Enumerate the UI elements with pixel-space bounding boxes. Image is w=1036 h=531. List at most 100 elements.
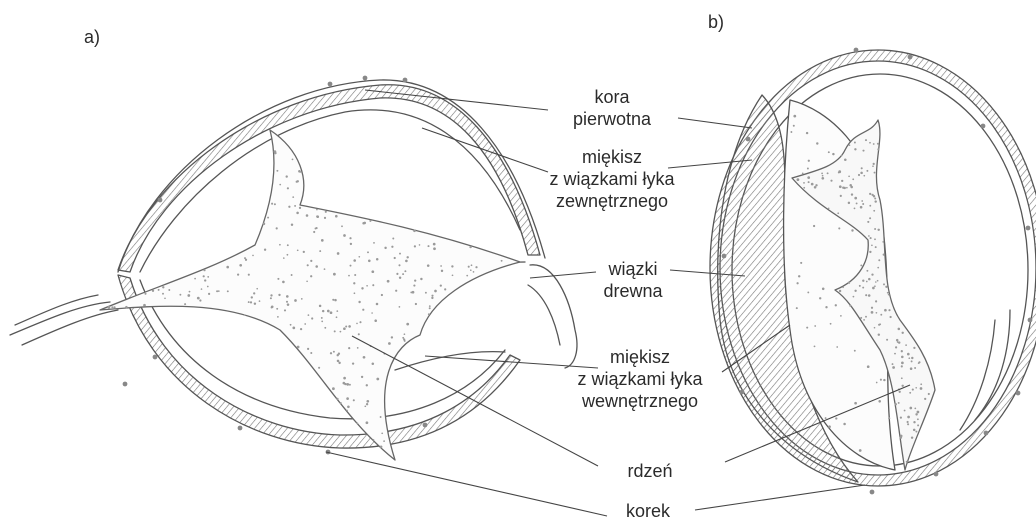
- leader-kora-a: [365, 90, 548, 110]
- pith-dot: [361, 376, 363, 378]
- pith-dot: [917, 411, 920, 414]
- tail-a-1: [10, 302, 110, 335]
- pith-dot: [404, 270, 406, 272]
- pith-dot: [905, 344, 907, 346]
- leader-wiazki-a: [530, 272, 596, 278]
- surface-bump: [722, 254, 727, 259]
- pith-dot: [313, 231, 315, 233]
- pith-dot: [863, 175, 865, 177]
- pith-dot: [363, 356, 366, 359]
- pith-dot: [816, 142, 818, 144]
- surface-bump: [934, 472, 939, 477]
- pith-dot: [321, 239, 324, 242]
- pith-dot: [861, 167, 863, 169]
- pith-dot: [880, 314, 882, 316]
- pith-dot: [877, 267, 879, 269]
- pith-dot: [861, 200, 863, 202]
- pith-dot: [888, 294, 890, 296]
- pith-dot: [819, 297, 821, 299]
- pith-dot: [869, 193, 871, 195]
- pith-dot: [876, 382, 878, 384]
- pith-dot: [256, 288, 258, 290]
- pith-dot: [350, 265, 352, 267]
- leader-kora-b: [678, 118, 752, 128]
- pith-dot: [800, 262, 802, 264]
- pith-dot: [841, 180, 843, 182]
- surface-bump: [746, 137, 751, 142]
- pith-dot: [790, 131, 792, 133]
- pith-dot: [283, 257, 285, 259]
- pith-dot: [278, 294, 280, 296]
- pith-dot: [848, 282, 850, 284]
- pith-dot: [364, 405, 366, 407]
- pith-dot: [373, 439, 375, 441]
- pith-dot: [807, 168, 809, 170]
- pith-dot: [371, 270, 374, 273]
- pith-dot: [798, 275, 800, 277]
- pith-dot: [851, 229, 853, 231]
- pith-dot: [854, 402, 857, 405]
- pith-dot: [899, 391, 901, 393]
- pith-dot: [301, 298, 303, 300]
- pith-dot: [844, 158, 847, 161]
- pith-dot: [296, 212, 299, 215]
- pith-dot: [271, 203, 273, 205]
- pith-dot: [216, 290, 218, 292]
- pith-dot: [848, 175, 850, 177]
- pith-dot: [910, 367, 913, 370]
- pith-dot: [358, 301, 360, 303]
- pith-dot: [187, 294, 190, 297]
- pith-dot: [354, 292, 356, 294]
- pith-dot: [179, 294, 181, 296]
- pith-dot: [381, 432, 383, 434]
- pith-dot: [399, 277, 401, 279]
- pith-dot: [308, 314, 310, 316]
- pith-dot: [874, 327, 876, 329]
- pith-dot: [802, 173, 804, 175]
- pith-dot: [398, 264, 400, 266]
- panel-label-a: a): [84, 27, 100, 48]
- pith-dot: [359, 321, 361, 323]
- pith-dot: [431, 295, 433, 297]
- pith-dot: [319, 250, 321, 252]
- pith-dot: [434, 290, 437, 293]
- pith-dot: [875, 246, 877, 248]
- pith-dot: [343, 327, 346, 330]
- pith-dot: [853, 296, 855, 298]
- pith-dot: [808, 160, 810, 162]
- pith-dot: [859, 449, 862, 452]
- pith-dot: [399, 306, 401, 308]
- pith-dot: [363, 222, 366, 225]
- pith-dot: [909, 407, 912, 410]
- label-korek: korek: [626, 500, 670, 522]
- pith-dot: [336, 316, 338, 318]
- pith-dot: [372, 363, 375, 366]
- pith-dot: [914, 408, 916, 410]
- pith-dot: [902, 332, 904, 334]
- pith-dot: [909, 392, 911, 394]
- label-wiazki-line2: drewna: [603, 280, 662, 302]
- pith-dot: [324, 217, 326, 219]
- pith-dot: [199, 299, 201, 301]
- pith-dot: [468, 266, 470, 268]
- pith-dot: [395, 290, 397, 292]
- pith-dot: [388, 342, 391, 345]
- pith-dot: [793, 115, 796, 118]
- pith-dot: [338, 353, 340, 355]
- pith-dot: [866, 170, 868, 172]
- label-rdzen: rdzeń: [627, 460, 672, 482]
- pith-dot: [358, 256, 360, 258]
- surface-bump: [984, 431, 989, 436]
- pith-dot: [830, 323, 832, 325]
- pith-dot: [828, 151, 830, 153]
- pith-dot: [828, 207, 830, 209]
- pith-dot: [924, 398, 926, 400]
- pith-dot: [878, 333, 880, 335]
- pith-dot: [803, 182, 805, 184]
- pith-dot: [248, 274, 250, 276]
- pith-dot: [414, 279, 416, 281]
- pith-dot: [822, 288, 825, 291]
- pith-dot: [913, 421, 915, 423]
- surface-bump: [158, 198, 163, 203]
- pith-dot: [111, 306, 113, 308]
